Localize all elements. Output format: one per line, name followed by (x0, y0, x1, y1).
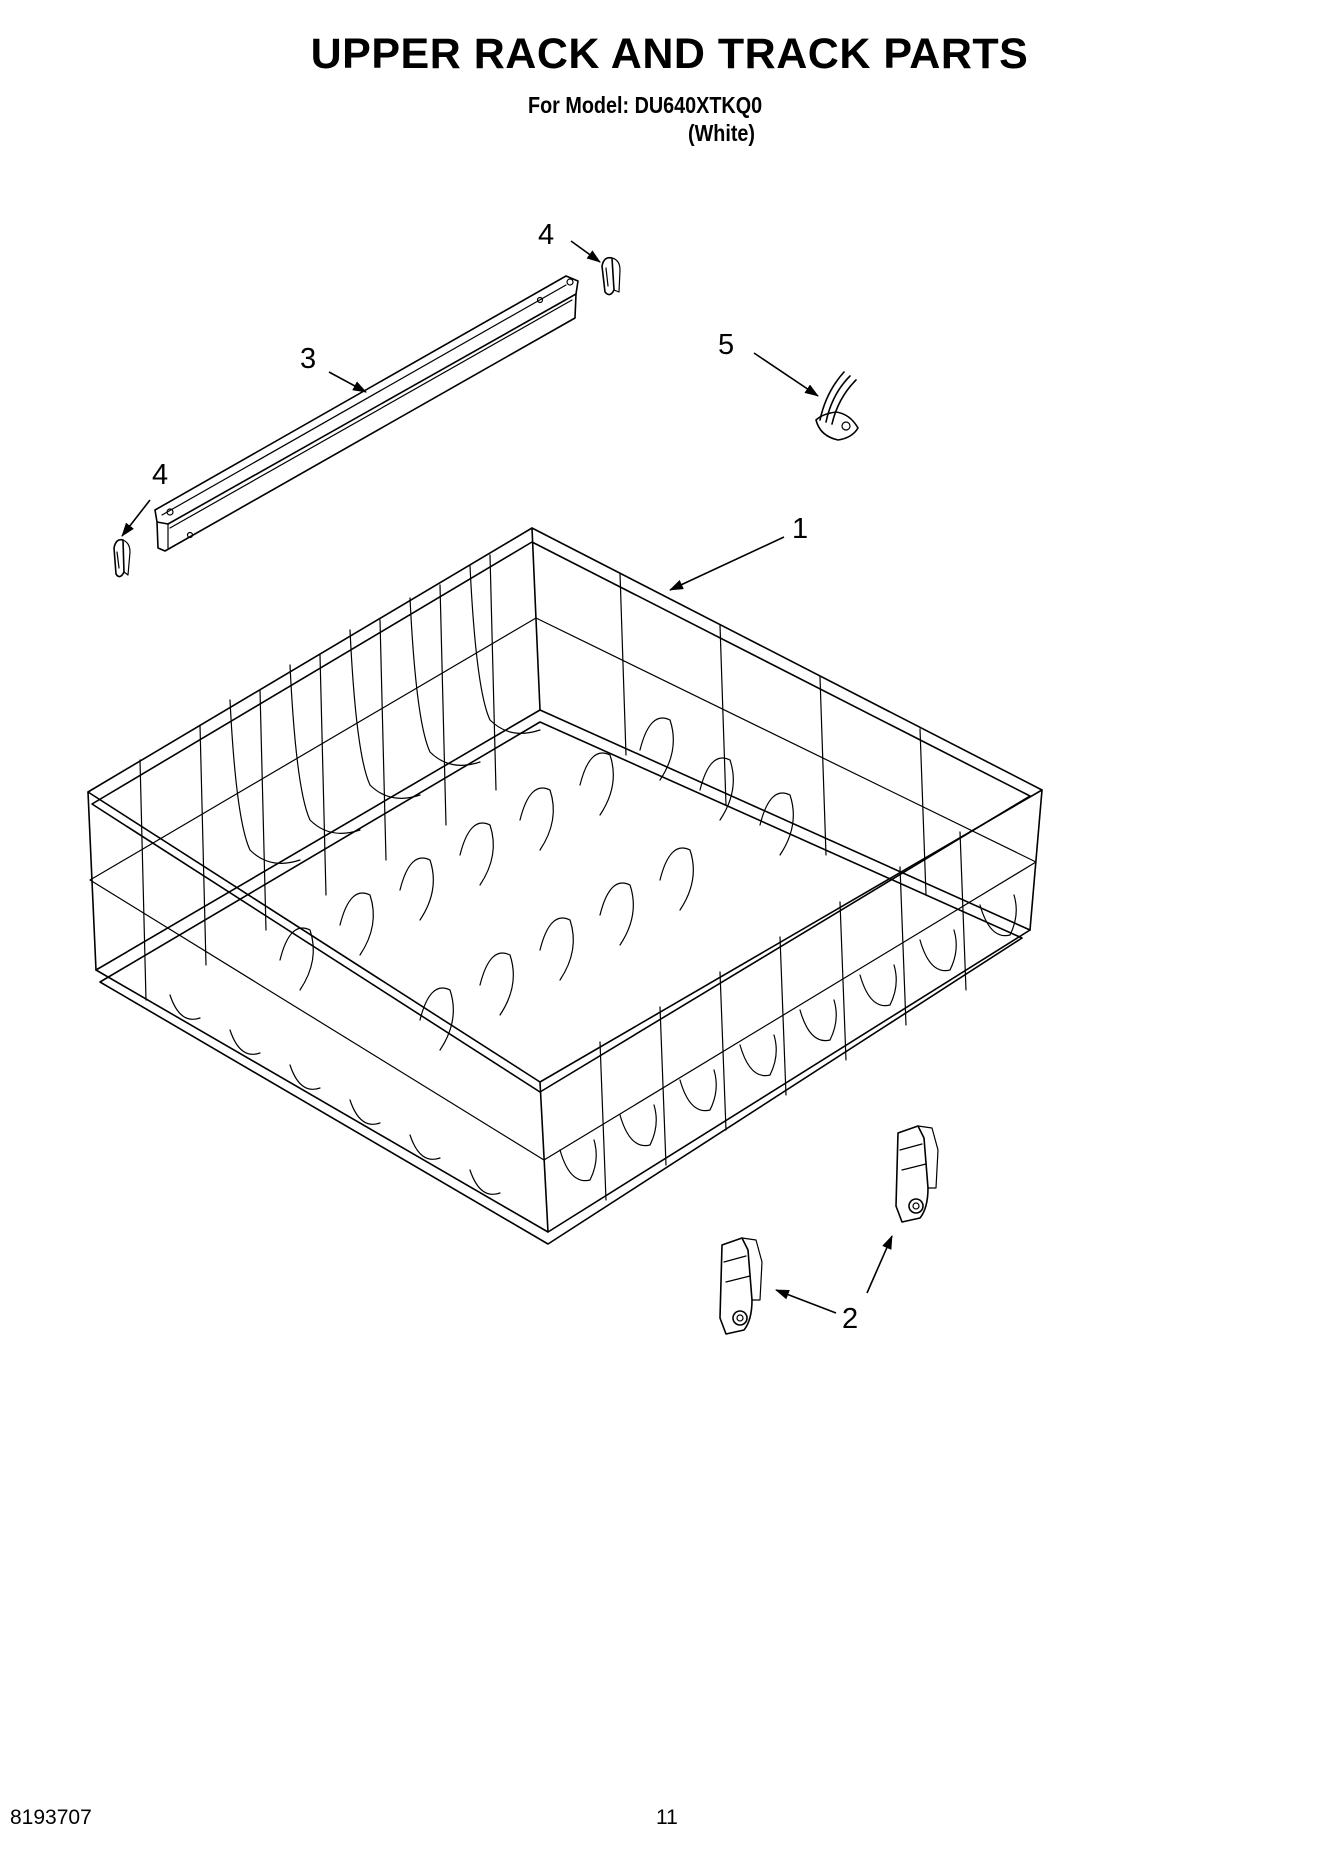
callout-arrow-1 (669, 536, 785, 591)
page-number: 11 (656, 1806, 678, 1829)
callout-arrow-5 (753, 352, 819, 397)
callout-label-4-left: 4 (152, 459, 168, 491)
page-title: UPPER RACK AND TRACK PARTS (310, 30, 1029, 78)
callout-label-2: 2 (842, 1303, 858, 1335)
clip-part (815, 371, 859, 441)
callout-label-4-top: 4 (538, 219, 554, 251)
rack-adjuster-second-part (895, 1125, 939, 1223)
callout-label-1: 1 (792, 513, 808, 545)
callout-label-5: 5 (718, 329, 734, 361)
callout-arrow-4-left (121, 499, 151, 537)
callout-arrow-2-right (866, 1235, 893, 1294)
callout-arrow-2-left (775, 1289, 837, 1314)
track-part (154, 275, 579, 552)
callout-arrow-3 (328, 371, 367, 393)
track-stop-left-part (113, 538, 131, 578)
rack-adjuster-part (719, 1237, 763, 1335)
callout-arrow-4-top (570, 240, 601, 263)
document-number: 8193707 (10, 1806, 92, 1829)
upper-rack-part (87, 527, 1043, 1245)
model-color: (White) (688, 120, 756, 146)
track-stop-top-part (601, 256, 621, 296)
model-number: For Model: DU640XTKQ0 (528, 92, 763, 118)
callout-label-3: 3 (300, 343, 316, 375)
